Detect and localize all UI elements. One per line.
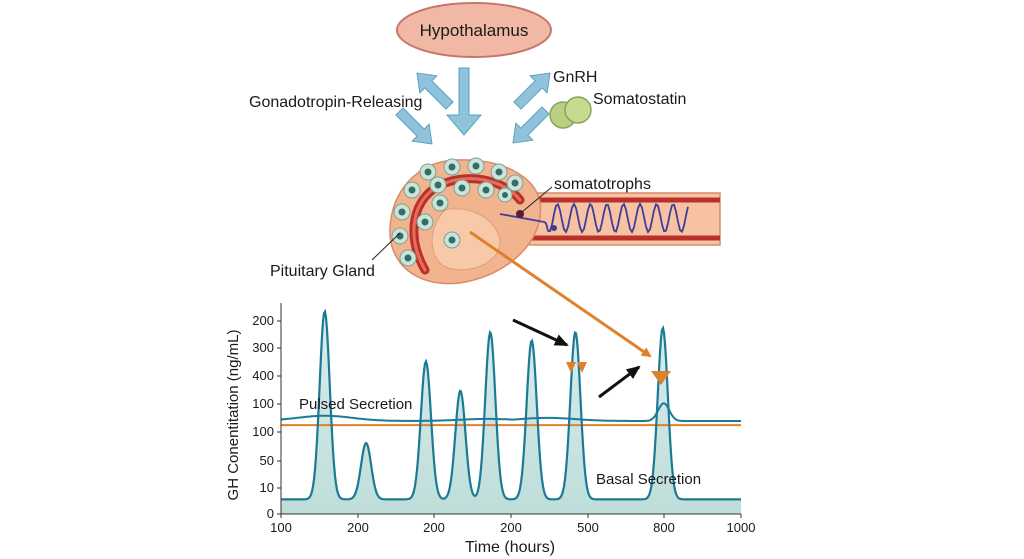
inner-lobe: [431, 208, 501, 271]
downright-arrow-icon: [395, 107, 433, 145]
series-pulsatile-line: [281, 308, 741, 501]
somatotrophs-pointer: [521, 186, 553, 213]
peak-marker-icon: [577, 362, 587, 373]
gh-chart: 0 10 50 100 100 400 300 200 100 200 200 200 500 800 10…: [252, 303, 755, 535]
x-tick-label: 800: [653, 520, 675, 535]
black-arrow-2-icon: [598, 365, 641, 399]
somatostatin-label: Somatostatin: [593, 91, 686, 108]
y-axis-title: GH Conentitation (ng/mL): [225, 330, 242, 501]
pulse-wave: [499, 202, 689, 234]
signal-arrows: [395, 67, 551, 145]
pulsed-secretion-label: Pulsed Secretion: [299, 396, 412, 413]
y-tick-label: 200: [252, 313, 274, 328]
pituitary-pointer: [371, 232, 401, 261]
pituitary-gland: [389, 157, 721, 285]
y-tick-label: 400: [252, 368, 274, 383]
series-pulsed-envelope-line: [280, 402, 741, 422]
pituitary-label: Pituitary Gland: [270, 263, 375, 280]
gonadotropin-label: Gonadotropin-Releasing: [249, 94, 422, 111]
y-tick-label: 100: [252, 424, 274, 439]
upright-arrow-icon: [513, 72, 551, 110]
y-tick-label: 100: [252, 396, 274, 411]
gland-cells: [391, 157, 524, 267]
y-tick-label: 300: [252, 340, 274, 355]
basal-secretion-label: Basal Secretion: [596, 471, 701, 488]
y-tick-label: 0: [267, 506, 274, 521]
y-tick-label: 10: [260, 480, 274, 495]
x-tick-label: 100: [270, 520, 292, 535]
chart-ticks: 0 10 50 100 100 400 300 200 100 200 200 200 500 800 10…: [252, 313, 755, 535]
x-tick-label: 200: [423, 520, 445, 535]
x-tick-label: 200: [347, 520, 369, 535]
peak-markers: [566, 362, 671, 385]
hypothalamus-shape: [396, 2, 552, 58]
peak-marker-icon: [566, 362, 576, 373]
somatostatin-molecule-icon: [549, 96, 592, 129]
x-tick-label: 200: [500, 520, 522, 535]
gnrh-label: GnRH: [553, 69, 597, 86]
chart-lines: [280, 308, 741, 501]
upleft-arrow-icon: [416, 72, 454, 110]
peak-marker-icon: [651, 371, 671, 385]
black-arrow-1-icon: [512, 318, 569, 347]
y-tick-label: 50: [260, 453, 274, 468]
downleft-arrow-icon: [512, 106, 550, 144]
hypothalamus: Hypothalamus: [396, 2, 552, 58]
somatotrophs-label: somatotrophs: [554, 176, 651, 193]
x-axis-title: Time (hours): [465, 539, 555, 556]
x-tick-label: 1000: [727, 520, 756, 535]
down-arrow-icon: [445, 67, 483, 136]
x-tick-label: 500: [577, 520, 599, 535]
orange-link-arrow: [469, 230, 652, 358]
hypothalamus-label: Hypothalamus: [420, 21, 529, 40]
